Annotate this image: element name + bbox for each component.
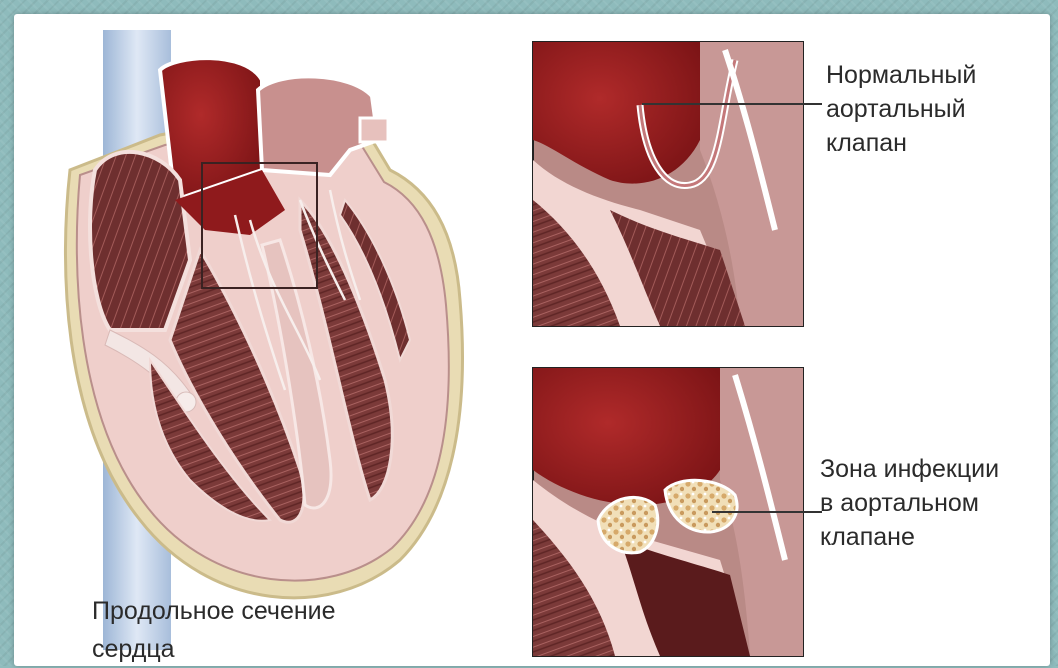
section-caption-line-2: сердца <box>92 630 336 668</box>
vessel-stub <box>360 118 388 142</box>
infected-valve-panel <box>533 368 822 656</box>
infected-valve-label-line-1: Зона инфекции <box>820 452 999 486</box>
normal-valve-label-line-3: клапан <box>826 126 976 160</box>
section-caption: Продольное сечение сердца <box>92 592 336 668</box>
left-atrium <box>90 152 190 330</box>
normal-valve-label-line-2: аортальный <box>826 92 976 126</box>
normal-valve-panel <box>533 42 822 326</box>
infected-valve-label-line-3: клапане <box>820 520 999 554</box>
normal-valve-label-line-1: Нормальный <box>826 58 976 92</box>
infected-valve-label-line-2: в аортальном <box>820 486 999 520</box>
normal-valve-label: Нормальный аортальный клапан <box>826 58 976 160</box>
heart-section-illustration <box>65 30 462 650</box>
infected-valve-label: Зона инфекции в аортальном клапане <box>820 452 999 554</box>
section-caption-line-1: Продольное сечение <box>92 592 336 630</box>
